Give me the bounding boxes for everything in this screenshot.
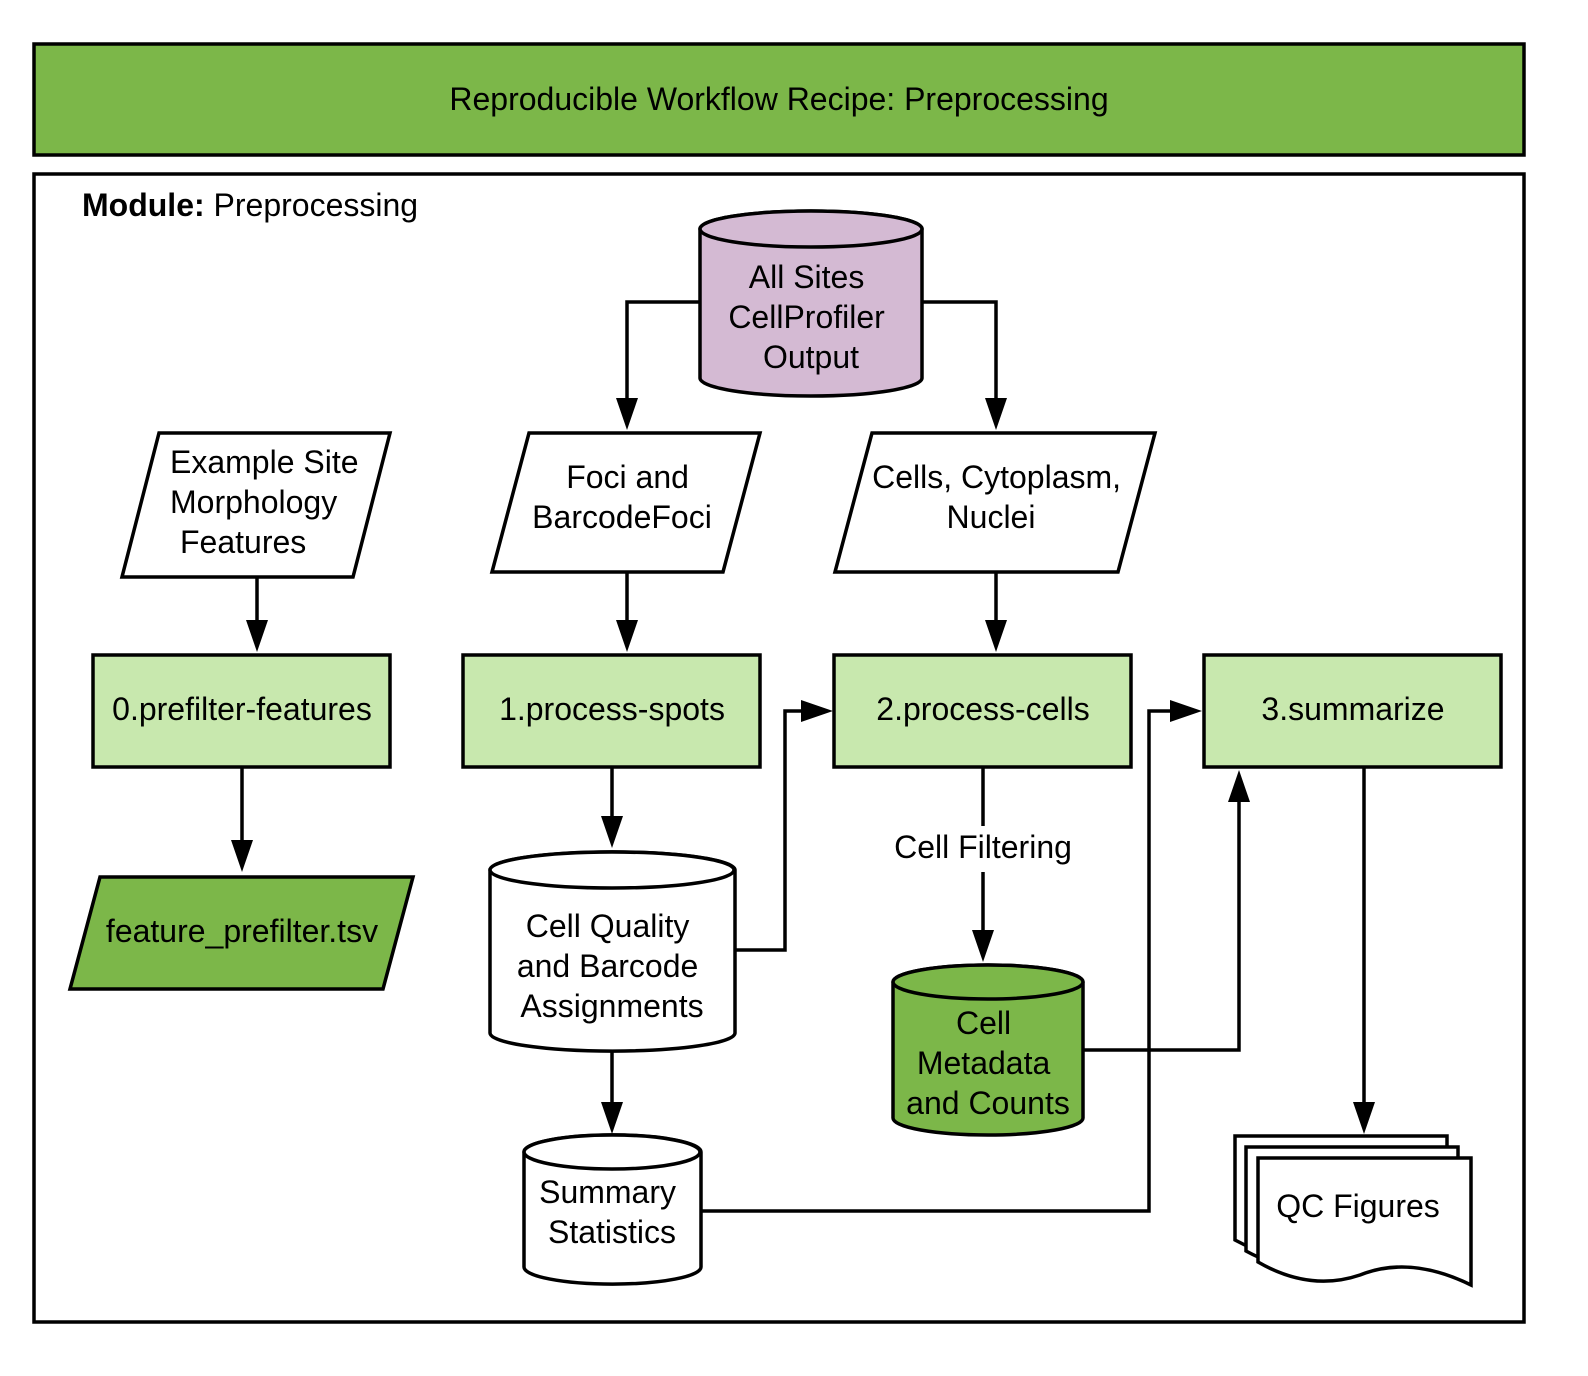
arrowhead <box>1353 1102 1375 1134</box>
node-qc-figures: QC Figures <box>1233 1134 1473 1288</box>
edge-summary-step3 <box>701 709 1172 1213</box>
svg-text:Cell Metadata and: Cell Metadata and Counts <box>906 1005 1070 1121</box>
arrowhead <box>985 620 1007 652</box>
arrowhead <box>801 700 833 722</box>
module-label: Module: Preprocessing <box>82 187 418 223</box>
arrowhead <box>231 840 253 872</box>
module-frame <box>32 172 1526 1324</box>
arrowhead <box>246 620 268 652</box>
node-cell-metadata: Cell Metadata and Counts <box>891 963 1085 1137</box>
svg-text:Summary Statistics: Summary Statistics <box>539 1174 685 1250</box>
edge-cellquality-step2 <box>735 709 803 952</box>
svg-text:feature_prefilter.tsv: feature_prefilter.tsv <box>106 913 378 949</box>
arrowhead <box>1170 700 1202 722</box>
node-all-sites: All Sites CellProfiler Output <box>698 209 924 398</box>
header-banner: Reproducible Workflow Recipe: Preprocess… <box>32 42 1526 157</box>
svg-text:2.process-cells: 2.process-cells <box>876 691 1089 727</box>
edge-metadata-step3 <box>1083 800 1241 1052</box>
edge-allsites-foci <box>625 300 700 400</box>
svg-text:All Sites CellProfiler: All Sites CellProfiler Output <box>728 259 893 375</box>
arrowhead <box>985 398 1007 430</box>
node-cells-input: Cells, Cytoplasm, Nuclei <box>832 431 1158 574</box>
arrowhead <box>1228 770 1250 802</box>
header-title: Reproducible Workflow Recipe: Preprocess… <box>449 81 1108 117</box>
edge-label-cell-filtering: Cell Filtering <box>894 829 1072 865</box>
edge-allsites-cells <box>922 300 998 400</box>
node-foci: Foci and BarcodeFoci <box>489 431 763 574</box>
arrowhead <box>601 816 623 848</box>
svg-text:0.prefilter-features: 0.prefilter-features <box>112 691 372 727</box>
arrowhead <box>616 620 638 652</box>
node-example-site: Example Site Morphology Features <box>119 431 393 579</box>
svg-text:QC Figures: QC Figures <box>1276 1188 1440 1224</box>
svg-text:3.summarize: 3.summarize <box>1261 691 1444 727</box>
node-step1: 1.process-spots <box>461 653 762 769</box>
svg-text:1.process-spots: 1.process-spots <box>499 691 725 727</box>
node-step3: 3.summarize <box>1202 653 1503 769</box>
node-step2: 2.process-cells <box>832 653 1133 769</box>
arrowhead <box>601 1102 623 1134</box>
arrowhead <box>972 930 994 962</box>
arrowhead <box>616 398 638 430</box>
node-step0: 0.prefilter-features <box>91 653 392 769</box>
svg-text:Cell Quality and Barcode: Cell Quality and Barcode Assignments <box>517 908 707 1024</box>
node-feature-prefilter: feature_prefilter.tsv <box>67 875 416 991</box>
svg-text:Example Site Morphology: Example Site Morphology Features <box>170 444 367 560</box>
node-summary-stats: Summary Statistics <box>522 1133 703 1286</box>
svg-text:Cells, Cytoplasm, Nuclei: Cells, Cytoplasm, Nuclei <box>872 459 1130 535</box>
node-cell-quality: Cell Quality and Barcode Assignments <box>488 850 737 1053</box>
svg-text:Foci and BarcodeFoci: Foci and BarcodeFoci <box>532 459 712 535</box>
